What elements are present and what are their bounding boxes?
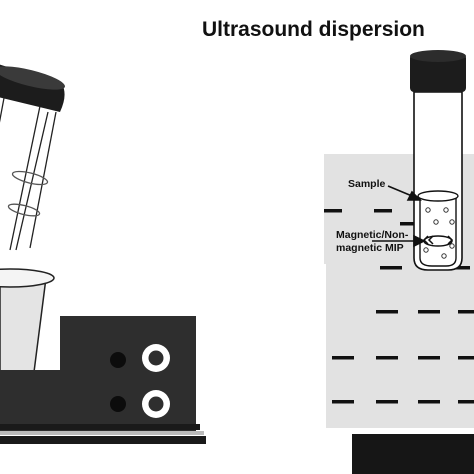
left-tube — [0, 97, 57, 251]
beaker — [0, 268, 55, 373]
test-tube-cap — [410, 54, 466, 92]
bath-base — [352, 434, 474, 474]
magnetic-stirrer-setup — [0, 64, 206, 444]
diagram-title: Ultrasound dispersion — [202, 18, 425, 41]
left-tube-cap — [0, 64, 65, 112]
ultrasound-bath: Sample Magnetic/Non- magnetic MIP — [324, 50, 474, 474]
label-arrows — [372, 185, 426, 248]
test-tube — [410, 50, 466, 271]
sample-label: Sample — [348, 178, 386, 190]
bath-water-lines — [324, 209, 474, 404]
mip-label-line2: magnetic MIP — [336, 242, 404, 254]
stirrer-knob-top-small — [110, 352, 126, 368]
mip-label-line1: Magnetic/Non- — [336, 229, 409, 241]
stirrer-knob-bottom-small — [110, 396, 126, 412]
stirrer-knobs — [110, 344, 170, 418]
